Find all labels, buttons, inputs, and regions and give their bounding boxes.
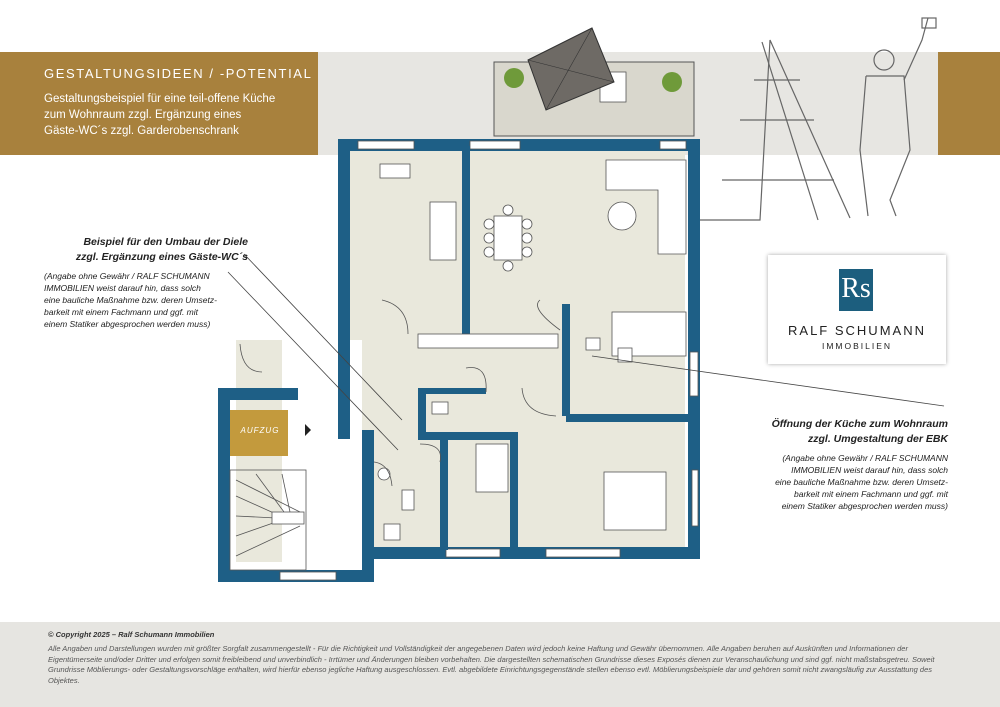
- logo-name: RALF SCHUMANN: [788, 323, 926, 338]
- footer: [0, 622, 1000, 707]
- painter-illustration: [700, 17, 937, 221]
- footer-copyright: © Copyright 2025 – Ralf Schumann Immobil…: [48, 630, 215, 639]
- elevator-arrow-icon: [305, 424, 311, 436]
- section-description: Gestaltungsbeispiel für eine teil-offene…: [44, 93, 276, 137]
- plant-right: [662, 72, 682, 92]
- note-left-title: Beispiel für den Umbau der Diele zzgl. E…: [75, 236, 248, 263]
- header-band-right: [938, 52, 1000, 155]
- interior-walls: [418, 146, 688, 550]
- footer-disclaimer: Alle Angaben und Darstellungen wurden mi…: [48, 644, 935, 685]
- logo-mark: Rs: [839, 269, 873, 311]
- logo-subtitle: IMMOBILIEN: [821, 341, 893, 351]
- plant-left: [504, 68, 524, 88]
- section-title: GESTALTUNGSIDEEN / -POTENTIAL: [44, 66, 313, 81]
- header-band-left: [0, 52, 318, 155]
- note-right-title: Öffnung der Küche zum Wohnraum zzgl. Umg…: [771, 418, 948, 445]
- note-right-body: (Angabe ohne Gewähr / RALF SCHUMANN IMMO…: [775, 453, 948, 511]
- windows: [279, 140, 699, 581]
- furniture: [377, 159, 687, 541]
- elevator: [230, 410, 288, 456]
- elevator-label: AUFZUG: [240, 426, 280, 435]
- company-logo: Rs RALF SCHUMANN IMMOBILIEN: [768, 255, 946, 364]
- staircase: [229, 469, 307, 571]
- note-left-body: (Angabe ohne Gewähr / RALF SCHUMANN IMMO…: [44, 271, 217, 329]
- door-swings: [239, 299, 561, 487]
- annotation-lines: [227, 253, 945, 451]
